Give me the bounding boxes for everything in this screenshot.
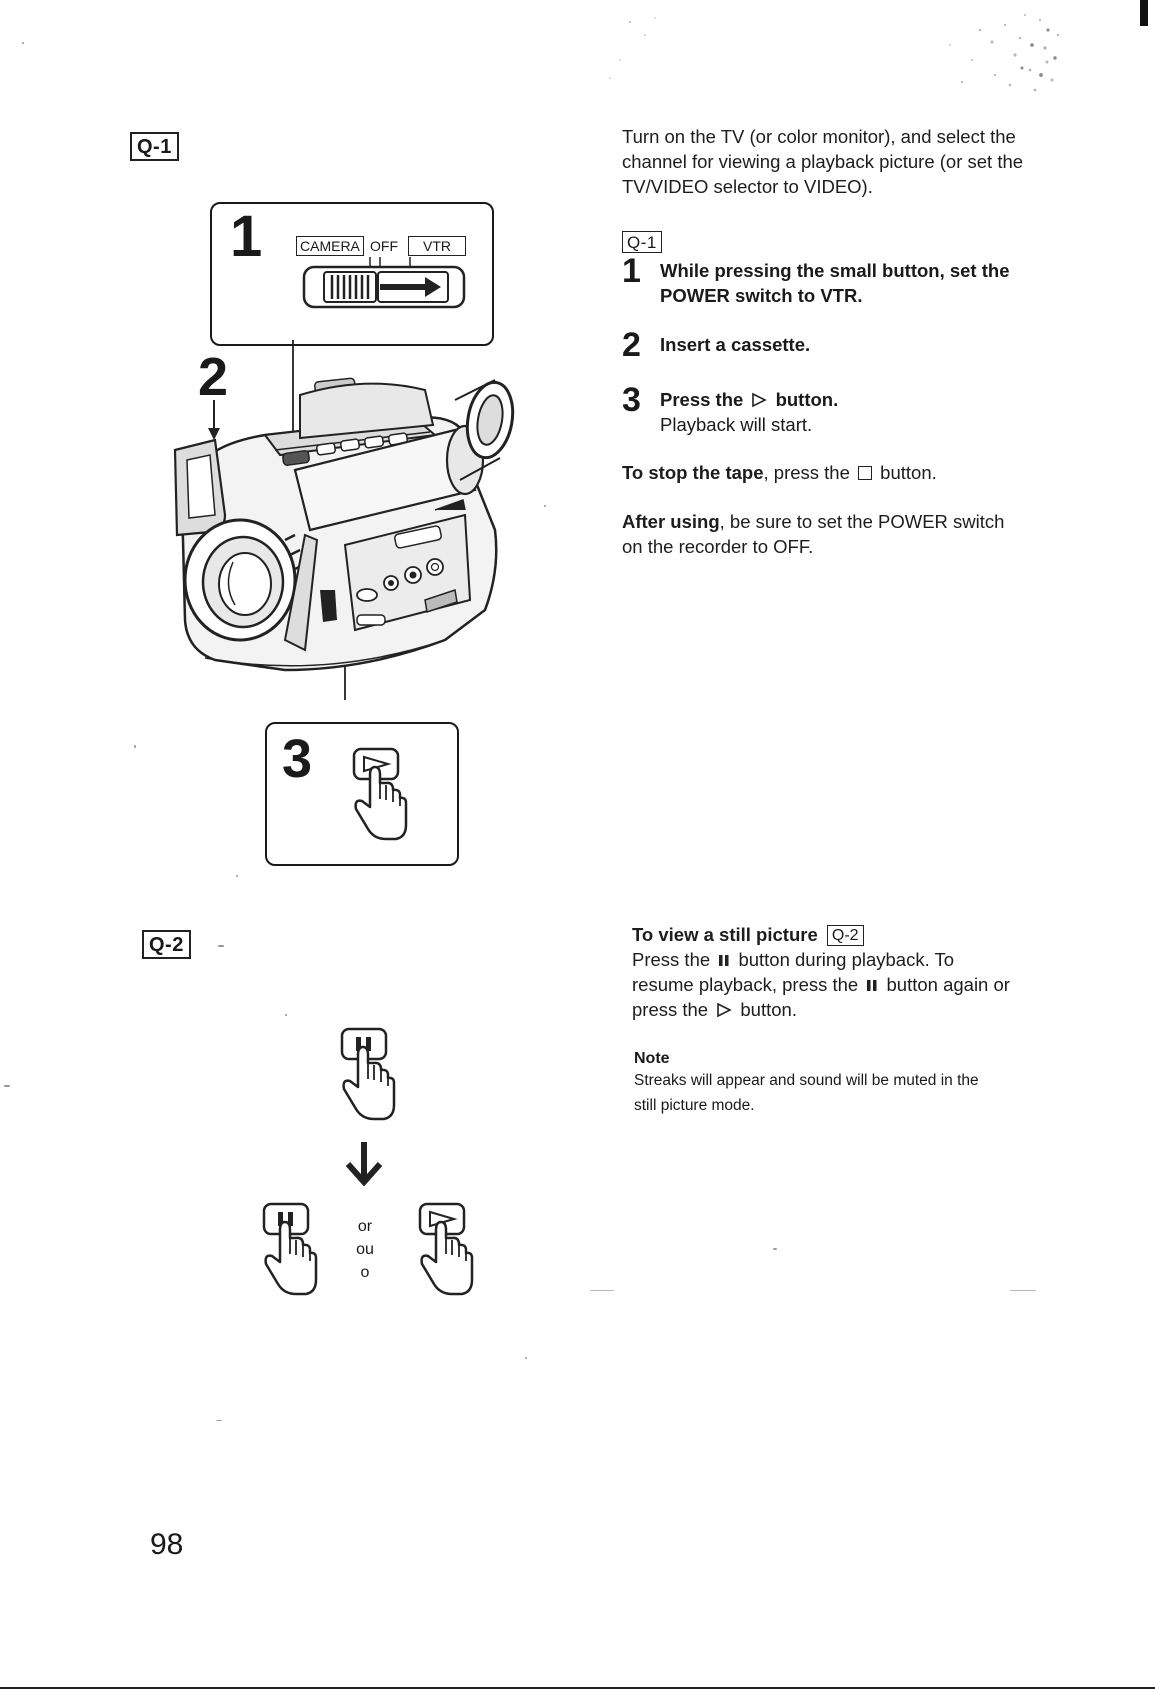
steps-tag-q1: Q-1 [622, 231, 662, 253]
note-text: Streaks will appear and sound will be mu… [634, 1068, 1094, 1118]
step-3-number: 3 [622, 381, 641, 419]
or-label-fr: ou [356, 1241, 374, 1258]
or-label-es: o [360, 1264, 370, 1281]
callout-step3 [265, 722, 459, 866]
step-1-line1: While pressing the small button, set the [660, 260, 1010, 281]
still-l1-post: button during playback. To [738, 949, 955, 970]
stop-tape-pre: , press the [763, 462, 850, 483]
switch-camera-label: CAMERA [296, 236, 364, 256]
after-using-paragraph: After using, be sure to set the POWER sw… [622, 509, 1082, 559]
still-l2-post: button again or [886, 974, 1010, 995]
speck [216, 1420, 222, 1421]
switch-vtr-label: VTR [408, 236, 466, 256]
note-line2: still picture mode. [634, 1097, 755, 1114]
step-2-text: Insert a cassette. [660, 334, 811, 355]
stop-tape-post: button. [880, 462, 937, 483]
step-2-number: 2 [622, 326, 641, 364]
step-3-text: Press the button. Playback will start. [660, 387, 1082, 437]
pause-icon [867, 980, 877, 991]
print-texture [609, 14, 1060, 92]
page-edge-mark [1140, 0, 1148, 26]
speck [218, 945, 224, 947]
after-using-line2: on the recorder to OFF. [622, 536, 814, 557]
pause-button-hand-icon-left [262, 1202, 318, 1296]
callout-step3-number: 3 [282, 729, 313, 789]
step-1-line2: POWER switch to VTR. [660, 285, 863, 306]
speck [1010, 1290, 1036, 1291]
step-1-number: 1 [622, 252, 641, 290]
bottom-rule [0, 1687, 1155, 1689]
switch-off-label: OFF [370, 238, 398, 254]
play-icon [717, 1002, 733, 1018]
step2-arrow [208, 400, 220, 440]
speck [773, 1248, 777, 1250]
or-label-en: or [357, 1218, 373, 1235]
still-l3-post: button. [740, 999, 797, 1020]
still-l2-pre: resume playback, press the [632, 974, 859, 995]
play-icon [752, 392, 768, 408]
speck [544, 505, 546, 507]
still-picture-title: To view a still picture [632, 924, 818, 945]
note-title: Note [634, 1050, 670, 1067]
callout-step2-number: 2 [198, 347, 229, 407]
step-3-title-pre: Press the [660, 389, 744, 410]
step-1: 1 While pressing the small button, set t… [622, 254, 1082, 308]
page-number: 98 [150, 1528, 184, 1561]
step-3-detail: Playback will start. [660, 414, 813, 435]
still-l1-pre: Press the [632, 949, 711, 970]
play-button-hand-icon-right [418, 1202, 474, 1296]
after-using-line1: , be sure to set the POWER switch [719, 511, 1005, 532]
callout-step1-number: 1 [230, 204, 263, 269]
step-3-title: Press the button. [660, 387, 1082, 412]
camcorder-illustration [173, 340, 515, 700]
speck [525, 1357, 527, 1359]
figure-tag-q1: Q-1 [130, 132, 179, 161]
speck [134, 745, 136, 748]
pause-icon [719, 955, 729, 966]
stop-tape-bold: To stop the tape [622, 462, 764, 483]
power-switch-drawing [302, 257, 466, 309]
figure-tag-q2: Q-2 [142, 930, 191, 959]
step-1-text: While pressing the small button, set the… [660, 258, 1082, 308]
intro-paragraph: Turn on the TV (or color monitor), and s… [622, 126, 1024, 197]
stop-icon [858, 466, 873, 480]
switch-label-row: CAMERA OFF VTR [296, 236, 468, 258]
still-picture-section: To view a still picture Q-2 Press the bu… [632, 922, 1092, 1022]
down-arrow-icon [345, 1142, 383, 1186]
speck [590, 1290, 614, 1291]
speck [236, 875, 238, 877]
step-3-title-post: button. [775, 389, 839, 410]
still-picture-tag: Q-2 [826, 925, 864, 946]
pause-button-hand-icon [340, 1027, 396, 1121]
speck [22, 42, 24, 44]
stop-tape-paragraph: To stop the tape, press the button. [622, 460, 1082, 485]
note-line1: Streaks will appear and sound will be mu… [634, 1072, 979, 1089]
play-button-hand-icon [352, 747, 408, 841]
step-3: 3 Press the button. Playback will start. [622, 383, 1082, 437]
or-label-group: or ou o [340, 1215, 390, 1284]
speck [285, 1014, 287, 1016]
step-2: 2 Insert a cassette. [622, 328, 1082, 362]
still-l3-pre: press the [632, 999, 709, 1020]
after-using-bold: After using [622, 511, 720, 532]
speck [4, 1085, 10, 1087]
